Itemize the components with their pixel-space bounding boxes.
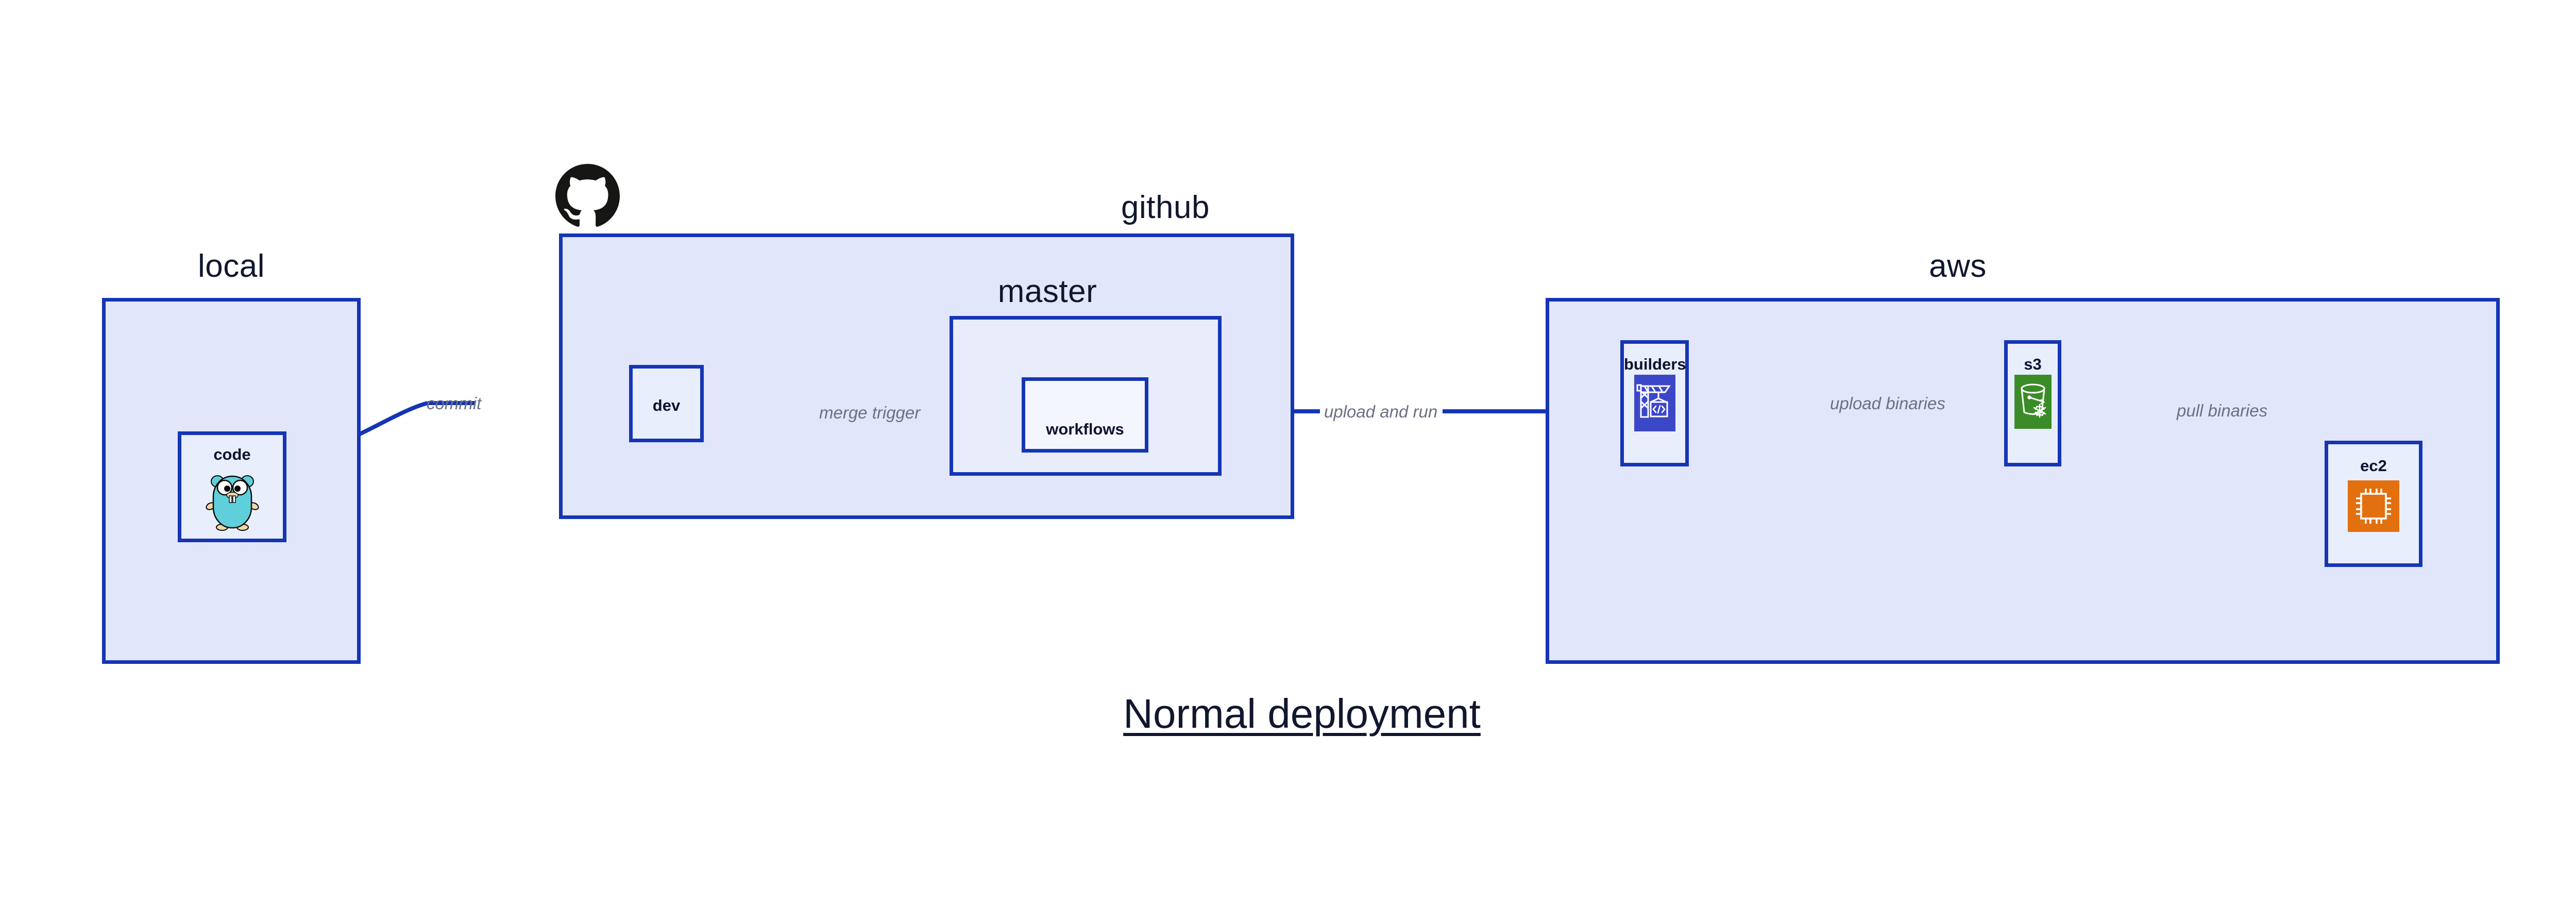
node-label-workflows: workflows [1046, 420, 1124, 438]
node-builders[interactable]: builders [1620, 340, 1689, 466]
github-octocat-icon [555, 164, 620, 228]
aws-codebuild-icon [1634, 375, 1675, 431]
go-gopher-icon [204, 467, 261, 531]
node-dev[interactable]: dev [629, 365, 704, 442]
node-code[interactable]: code [178, 431, 286, 542]
aws-s3-bucket-icon [2014, 375, 2052, 429]
edge-label-pull-binaries: pull binaries [2177, 401, 2268, 420]
node-label-ec2: ec2 [2360, 457, 2387, 475]
node-ec2[interactable]: ec2 [2325, 441, 2422, 567]
zone-label-github: github [1121, 190, 1210, 225]
edge-label-upload-binaries: upload binaries [1830, 394, 1945, 413]
zone-label-aws: aws [1929, 248, 1987, 284]
zone-label-local: local [197, 248, 265, 284]
node-s3[interactable]: s3 [2004, 340, 2061, 466]
edge-label-upload-and-run: upload and run [1324, 402, 1438, 421]
edge-label-commit: commit [427, 394, 482, 413]
diagram-title: Normal deployment [1123, 691, 1481, 737]
aws-ec2-chip-icon [2348, 480, 2399, 532]
edge-label-merge-trigger: merge trigger [819, 403, 921, 422]
node-label-code: code [213, 445, 251, 463]
node-label-s3: s3 [2024, 355, 2042, 373]
node-workflows[interactable]: workflows [1022, 377, 1148, 453]
zone-label-master: master [997, 274, 1097, 309]
node-label-dev: dev [652, 396, 681, 414]
node-label-builders: builders [1624, 355, 1686, 373]
